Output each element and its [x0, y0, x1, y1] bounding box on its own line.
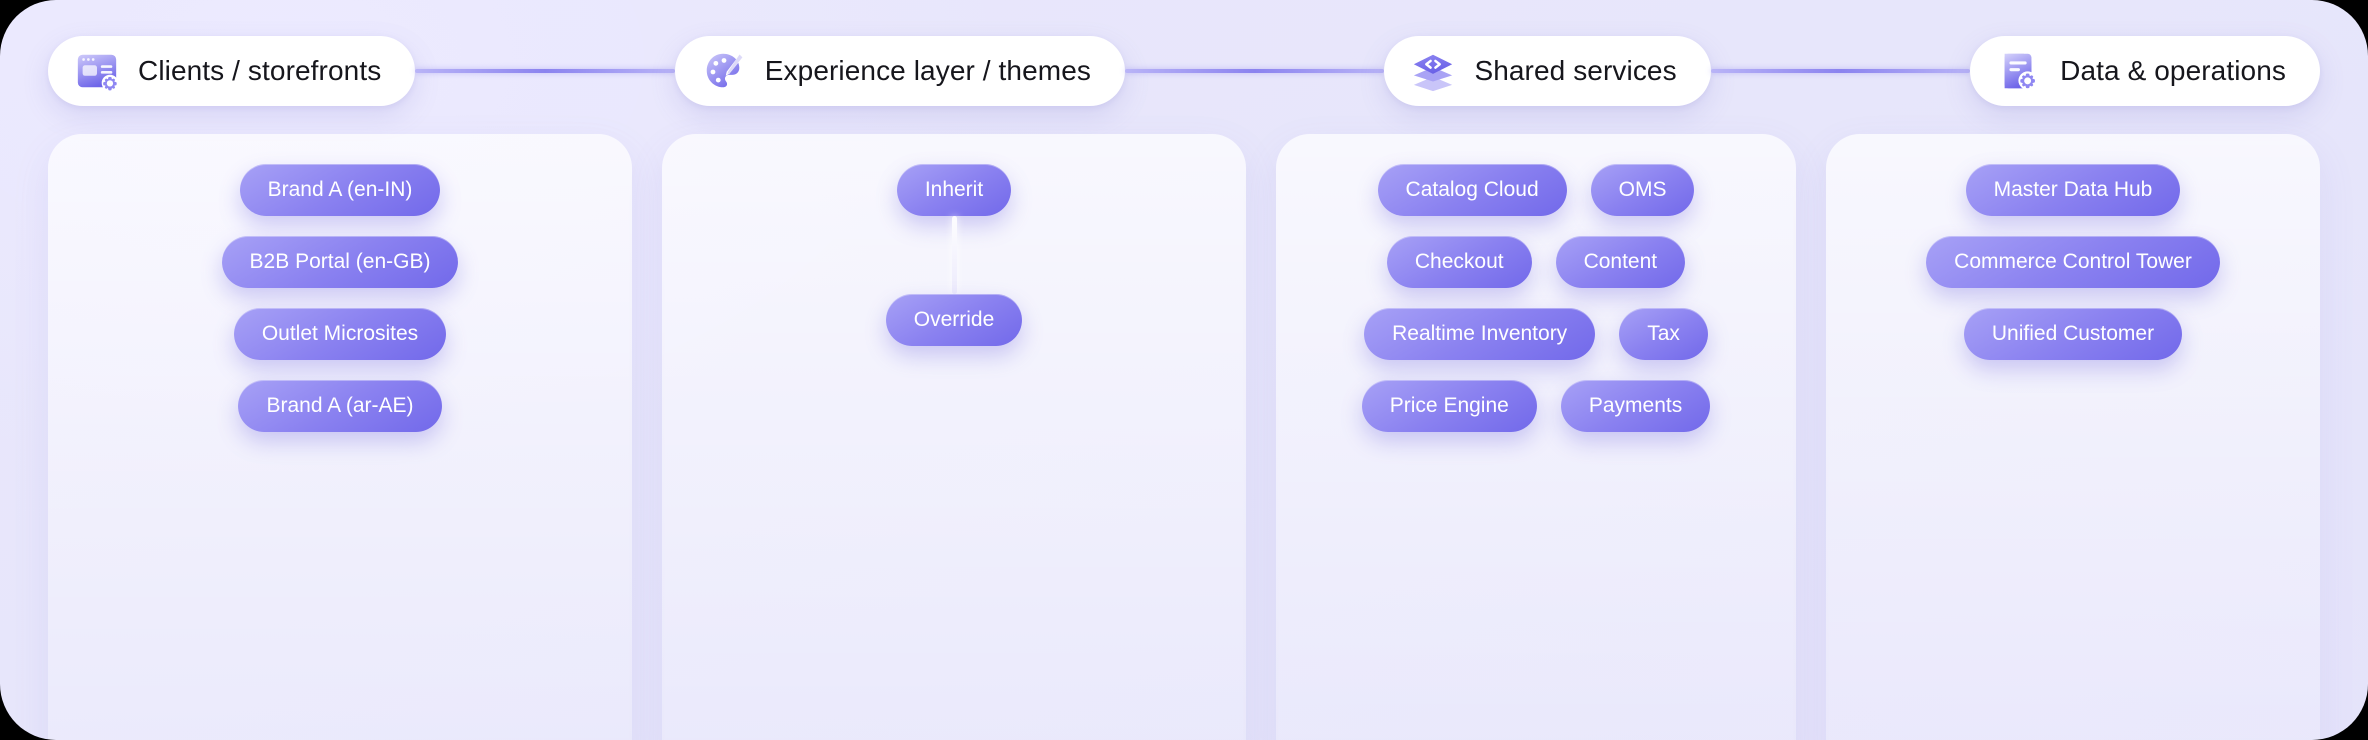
- document-gear-icon: [2004, 53, 2037, 90]
- panel-data-operations: Master Data Hub Commerce Control Tower U…: [1826, 134, 2320, 740]
- chip-row: B2B Portal (en-GB): [76, 236, 604, 288]
- inherit-override-connector: [951, 216, 957, 294]
- chip-checkout[interactable]: Checkout: [1386, 236, 1532, 288]
- column-header-row: Clients / storefronts Experience layer /…: [48, 36, 2320, 106]
- column-panel-row: Brand A (en-IN) B2B Portal (en-GB) Outle…: [48, 134, 2320, 740]
- chip-content[interactable]: Content: [1555, 236, 1686, 288]
- header-connector-2: [1124, 69, 1385, 73]
- inherit-override-stack: Inherit Override: [690, 164, 1218, 346]
- column-header-label: Shared services: [1474, 55, 1677, 86]
- chip-price-engine[interactable]: Price Engine: [1361, 380, 1537, 432]
- chip-payments[interactable]: Payments: [1560, 380, 1711, 432]
- column-header-label: Clients / storefronts: [138, 55, 382, 86]
- chip-row: Price Engine Payments: [1304, 380, 1768, 432]
- chip-tax[interactable]: Tax: [1619, 308, 1708, 360]
- chip-realtime-inventory[interactable]: Realtime Inventory: [1364, 308, 1596, 360]
- chip-oms[interactable]: OMS: [1590, 164, 1695, 216]
- column-header-label: Experience layer / themes: [764, 55, 1091, 86]
- chip-unified-customer[interactable]: Unified Customer: [1963, 308, 2183, 360]
- chip-master-data-hub[interactable]: Master Data Hub: [1965, 164, 2181, 216]
- chip-catalog-cloud[interactable]: Catalog Cloud: [1377, 164, 1567, 216]
- header-connector-3: [1710, 69, 1971, 73]
- column-header-experience-layer-themes[interactable]: Experience layer / themes: [674, 36, 1125, 106]
- column-header-clients-storefronts[interactable]: Clients / storefronts: [48, 36, 416, 106]
- chip-row: Checkout Content: [1304, 236, 1768, 288]
- chip-row: Unified Customer: [1854, 308, 2292, 360]
- chip-commerce-control-tower[interactable]: Commerce Control Tower: [1926, 236, 2220, 288]
- panel-experience-layer-themes: Inherit Override: [662, 134, 1246, 740]
- chip-outlet-microsites[interactable]: Outlet Microsites: [233, 308, 447, 360]
- chip-brand-a-ar-ae[interactable]: Brand A (ar-AE): [238, 380, 442, 432]
- column-header-data-operations[interactable]: Data & operations: [1970, 36, 2320, 106]
- column-header-shared-services[interactable]: Shared services: [1384, 36, 1711, 106]
- chip-row: Brand A (ar-AE): [76, 380, 604, 432]
- palette-brush-icon: [706, 53, 744, 88]
- chip-row: Commerce Control Tower: [1854, 236, 2292, 288]
- chip-row: Realtime Inventory Tax: [1304, 308, 1768, 360]
- chip-override[interactable]: Override: [885, 294, 1023, 346]
- chip-b2b-portal-en-gb[interactable]: B2B Portal (en-GB): [221, 236, 459, 288]
- chip-row: Catalog Cloud OMS: [1304, 164, 1768, 216]
- chip-brand-a-en-in[interactable]: Brand A (en-IN): [239, 164, 441, 216]
- column-header-label: Data & operations: [2060, 55, 2286, 86]
- chip-inherit[interactable]: Inherit: [896, 164, 1012, 216]
- header-connector-1: [415, 69, 675, 73]
- storefront-window-gear-icon: [77, 54, 119, 92]
- chip-row: Outlet Microsites: [76, 308, 604, 360]
- panel-shared-services: Catalog Cloud OMS Checkout Content Realt…: [1276, 134, 1796, 740]
- stacked-layers-code-icon: [1414, 54, 1453, 92]
- chip-row: Brand A (en-IN): [76, 164, 604, 216]
- panel-clients-storefronts: Brand A (en-IN) B2B Portal (en-GB) Outle…: [48, 134, 632, 740]
- chip-row: Master Data Hub: [1854, 164, 2292, 216]
